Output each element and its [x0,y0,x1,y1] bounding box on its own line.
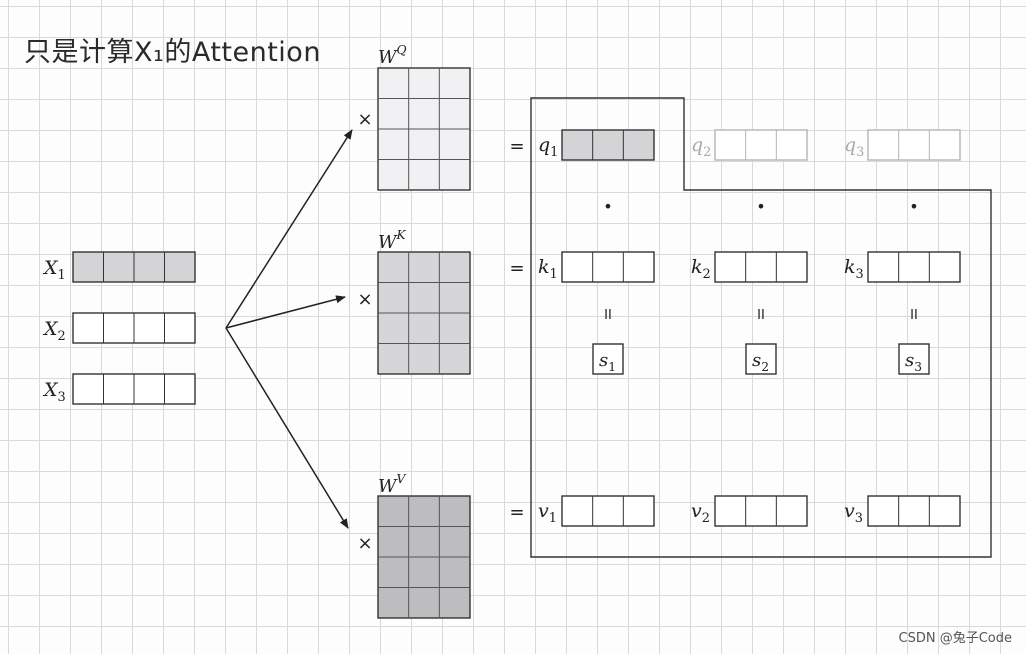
weight-matrix-wv [377,495,471,619]
input-vector-x3 [72,373,196,405]
input-vector-x2 [72,312,196,344]
multiply-sign-wq: × [357,109,372,130]
score-box-s2 [745,343,777,375]
vector-v2 [714,495,808,527]
equals-sign-q: = [509,136,524,157]
weight-matrix-wk [377,251,471,375]
multiply-sign-wk: × [357,289,372,310]
vector-label-v3: v3 [844,500,863,526]
weight-label-wq: WQ [378,43,407,68]
vector-q1-border [561,129,655,161]
vector-label-v2: v2 [691,500,710,526]
projection-arrow-3 [225,327,349,529]
vector-k2 [714,251,808,283]
vector-label-k1: k1 [538,256,558,282]
vector-q1 [561,129,655,161]
dot-product-2: • [756,197,765,216]
weight-matrix-wq [377,67,471,191]
vector-label-k2: k2 [691,256,711,282]
projection-arrow-2 [225,295,346,329]
input-label-x3: X3 [42,379,66,405]
weight-label-wv: WV [378,472,407,497]
vector-label-q2: q2 [691,134,711,160]
vector-label-q1: q1 [538,134,558,160]
vector-label-q3: q3 [844,134,864,160]
equals-vertical-2: II [757,308,765,323]
vector-v2-border [714,495,808,527]
dot-product-1: • [603,197,612,216]
input-label-x2: X2 [42,318,66,344]
vector-q2 [714,129,808,161]
vector-q2-border [714,129,808,161]
equals-sign-v: = [509,502,524,523]
vector-label-v1: v1 [538,500,557,526]
equals-vertical-3: II [910,308,918,323]
equals-sign-k: = [509,258,524,279]
vector-v3-border [867,495,961,527]
score-label-s3: s3 [905,350,922,374]
input-vector-x1 [72,251,196,283]
page-title: 只是计算X₁的Attention [24,37,321,68]
vector-k3 [867,251,961,283]
score-box-s3 [898,343,930,375]
watermark-text: CSDN @兔子Code [898,631,1012,646]
score-box-s1 [592,343,624,375]
vector-q3-border [867,129,961,161]
dot-product-3: • [909,197,918,216]
vector-q3 [867,129,961,161]
vector-k3-border [867,251,961,283]
vector-label-k3: k3 [844,256,864,282]
projection-arrow-1 [225,129,353,329]
score-label-s1: s1 [599,350,616,374]
vector-v3 [867,495,961,527]
vector-k1-border [561,251,655,283]
weight-label-wk: WK [378,228,407,253]
focus-frame [530,97,992,558]
multiply-sign-wv: × [357,533,372,554]
input-label-x1: X1 [42,257,66,283]
equals-vertical-1: II [604,308,612,323]
score-label-s2: s2 [752,350,769,374]
vector-v1 [561,495,655,527]
vector-k1 [561,251,655,283]
vector-k2-border [714,251,808,283]
vector-v1-border [561,495,655,527]
